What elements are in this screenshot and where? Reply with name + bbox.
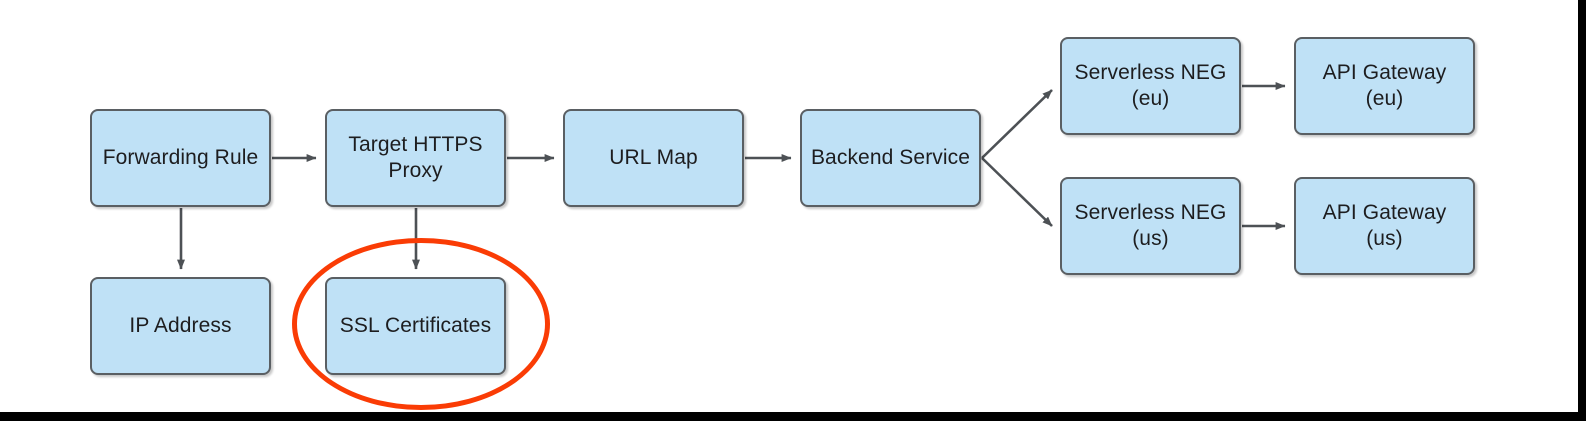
node-backend-service-label: Backend Service xyxy=(810,146,971,170)
node-target-https-proxy[interactable]: Target HTTPS Proxy xyxy=(325,109,506,207)
node-url-map[interactable]: URL Map xyxy=(563,109,744,207)
node-target-https-proxy-label: Target HTTPS Proxy xyxy=(348,133,483,182)
node-ip-address[interactable]: IP Address xyxy=(90,277,271,375)
node-ip-address-label: IP Address xyxy=(129,314,232,338)
node-serverless-neg-eu[interactable]: Serverless NEG (eu) xyxy=(1060,37,1241,135)
node-serverless-neg-us-label: Serverless NEG (us) xyxy=(1074,201,1227,250)
node-url-map-label: URL Map xyxy=(609,146,698,170)
node-api-gateway-eu-label: API Gateway (eu) xyxy=(1322,61,1447,110)
frame-right-border xyxy=(1578,0,1586,421)
node-backend-service[interactable]: Backend Service xyxy=(800,109,981,207)
edge-backend-to-neg-eu xyxy=(981,89,1053,159)
node-api-gateway-us[interactable]: API Gateway (us) xyxy=(1294,177,1475,275)
edge-backend-to-neg-us xyxy=(981,157,1053,227)
node-api-gateway-eu[interactable]: API Gateway (eu) xyxy=(1294,37,1475,135)
node-forwarding-rule[interactable]: Forwarding Rule xyxy=(90,109,271,207)
frame-bottom-border xyxy=(0,412,1586,421)
node-forwarding-rule-label: Forwarding Rule xyxy=(102,146,259,170)
node-serverless-neg-us[interactable]: Serverless NEG (us) xyxy=(1060,177,1241,275)
node-api-gateway-us-label: API Gateway (us) xyxy=(1322,201,1447,250)
node-ssl-certificates[interactable]: SSL Certificates xyxy=(325,277,506,375)
node-serverless-neg-eu-label: Serverless NEG (eu) xyxy=(1074,61,1227,110)
node-ssl-certificates-label: SSL Certificates xyxy=(339,314,492,338)
